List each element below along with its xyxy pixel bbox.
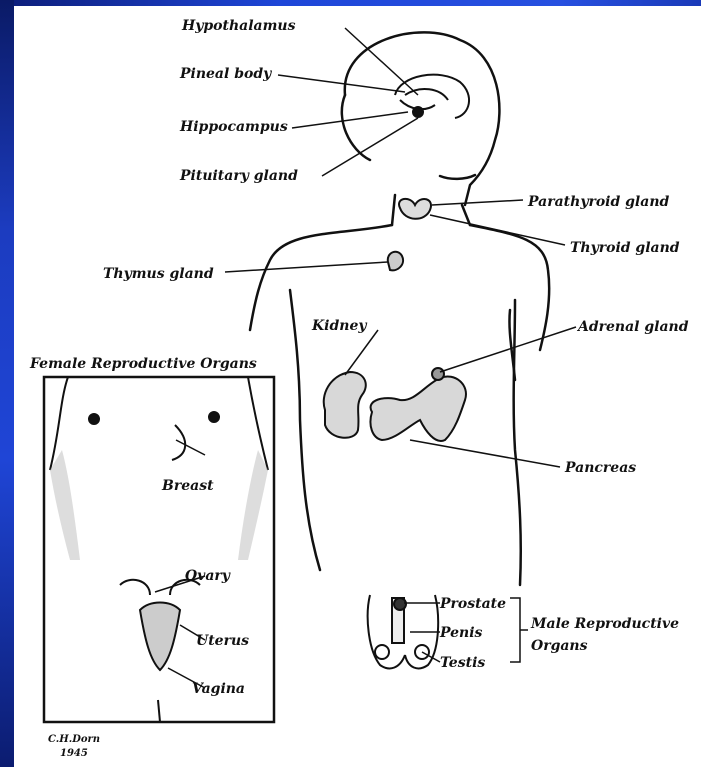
label-vagina: Vagina	[192, 681, 245, 697]
label-male-reproductive: Male Reproductive	[530, 616, 679, 632]
label-hypothalamus: Hypothalamus	[181, 18, 296, 34]
label-ovary: Ovary	[185, 568, 231, 584]
body-outline	[250, 32, 549, 585]
label-female-title: Female Reproductive Organs	[29, 356, 257, 372]
thymus	[388, 252, 403, 271]
label-testis: Testis	[440, 655, 485, 671]
label-uterus: Uterus	[196, 633, 249, 649]
label-pineal-body: Pineal body	[179, 66, 272, 82]
label-hippocampus: Hippocampus	[179, 119, 288, 135]
label-breast: Breast	[161, 478, 214, 494]
brain	[395, 75, 469, 118]
pancreas	[370, 368, 466, 441]
label-kidney: Kidney	[311, 318, 367, 334]
label-prostate: Prostate	[439, 596, 506, 612]
label-thyroid-gland: Thyroid gland	[570, 240, 680, 256]
signature: C.H.Dorn	[48, 734, 100, 745]
label-thymus-gland: Thymus gland	[103, 266, 214, 282]
signature-year: 1945	[60, 748, 88, 759]
label-male-organs: Organs	[531, 638, 588, 654]
thyroid	[399, 199, 431, 219]
label-pancreas: Pancreas	[564, 460, 636, 476]
label-adrenal-gland: Adrenal gland	[576, 319, 689, 335]
label-penis: Penis	[439, 625, 483, 641]
label-parathyroid-gland: Parathyroid gland	[527, 194, 670, 210]
female-box	[44, 377, 274, 722]
label-pituitary-gland: Pituitary gland	[179, 168, 298, 184]
kidney	[324, 372, 366, 438]
